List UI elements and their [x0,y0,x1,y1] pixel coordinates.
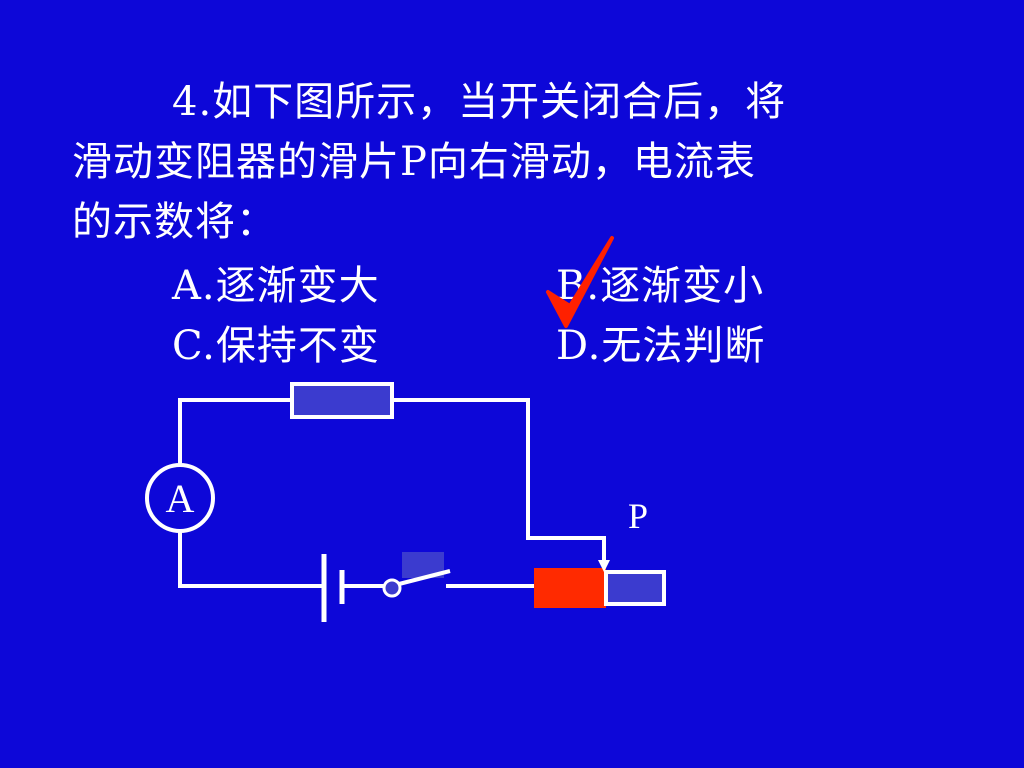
option-d[interactable]: D.无法判断 [556,323,766,369]
rheostat-remaining [604,570,666,606]
question-line-1: 4.如下图所示，当开关闭合后，将 [172,79,787,125]
rheostat-body [534,568,606,608]
ammeter: A [145,463,215,533]
switch[interactable] [382,552,451,598]
slider-label: P [628,496,648,536]
sliding-rheostat: P [534,496,666,608]
fixed-resistor [290,382,394,419]
question-line-2: 滑动变阻器的滑片P向右滑动，电流表 [72,139,756,185]
option-c[interactable]: C.保持不变 [172,323,380,369]
wires [178,398,606,588]
question-line-3: 的示数将： [72,199,277,245]
slider-arrow-icon[interactable] [598,560,610,572]
battery [321,554,345,622]
ammeter-label: A [166,476,195,521]
option-a[interactable]: A.逐渐变大 [172,263,380,309]
checkmark-icon [546,236,614,328]
